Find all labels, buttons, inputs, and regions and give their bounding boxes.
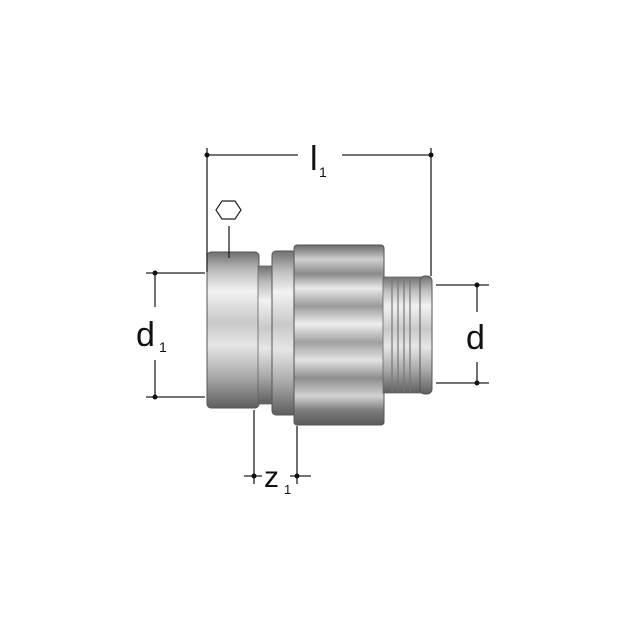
label-z1: z xyxy=(264,461,279,494)
dimension-l1: l 1 xyxy=(204,140,434,276)
dimension-d1: d 1 xyxy=(136,270,205,400)
label-z1-sub: 1 xyxy=(284,482,291,497)
label-l1-sub: 1 xyxy=(319,164,327,180)
label-d1: d xyxy=(136,316,155,354)
fitting-body xyxy=(206,244,433,426)
spigot xyxy=(382,276,424,394)
label-d: d xyxy=(466,319,485,357)
dimension-d: d xyxy=(436,282,489,386)
spigot-end xyxy=(419,275,433,395)
union-nut xyxy=(293,244,385,426)
collar xyxy=(271,250,297,416)
dimension-z1: z 1 xyxy=(244,410,311,497)
spigot-grooves xyxy=(391,278,411,392)
female-thread-nut xyxy=(206,251,260,409)
label-l1: l xyxy=(310,140,318,178)
label-d1-sub: 1 xyxy=(159,339,167,355)
hexagon-icon xyxy=(215,200,242,258)
